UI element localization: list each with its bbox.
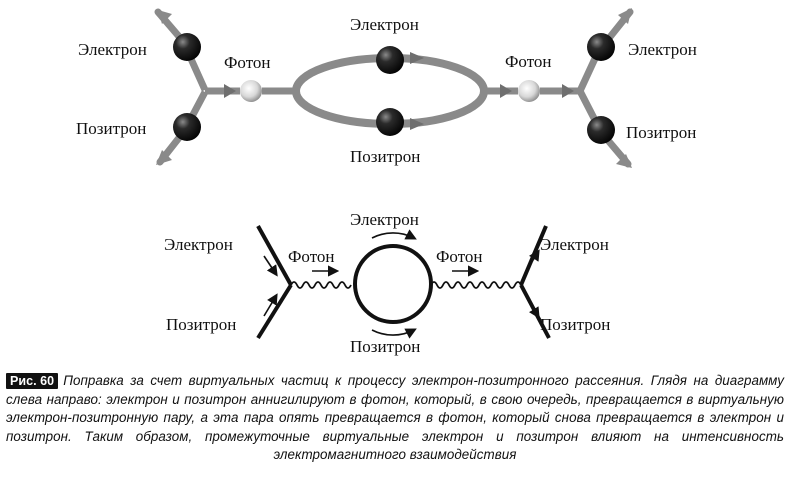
virtual-pair-circle (353, 244, 433, 324)
figure-label-badge: Рис. 60 (6, 373, 59, 389)
diagram-canvas: Электрон Позитрон Фотон Электрон Позитро… (76, 8, 697, 356)
feynman-label-positron-left: Позитрон (166, 315, 236, 334)
arrow-electron-out (527, 249, 540, 269)
caption-text: Поправка за счет виртуальных частиц к пр… (6, 373, 784, 463)
feynman-label-electron-right: Электрон (540, 235, 609, 254)
fermion-electron-in (256, 225, 293, 286)
positron-ball-right (587, 116, 615, 144)
arrow-loop-bottom (410, 118, 424, 130)
label-electron-right: Электрон (628, 40, 697, 59)
feynman-label-photon-left: Фотон (288, 247, 335, 266)
fermion-positron-in (256, 283, 293, 340)
label-electron-middle: Электрон (350, 15, 419, 34)
photon-wave-left (290, 281, 352, 289)
photon-ball-left (240, 80, 262, 102)
label-photon-left: Фотон (224, 53, 271, 72)
feynman-label-electron-loop: Электрон (350, 210, 419, 229)
arrow-loop-top (410, 52, 424, 64)
feynman-label-positron-loop: Позитрон (350, 337, 420, 356)
arrow-electron-in (158, 10, 172, 24)
top-diagram: Электрон Позитрон Фотон Электрон Позитро… (76, 8, 697, 168)
arrow-positron-out (616, 154, 632, 168)
arrow-photon-left-in (224, 84, 236, 98)
electron-ball-right (587, 33, 615, 61)
arrow-photon-right-out (562, 84, 574, 98)
label-electron-left: Электрон (78, 40, 147, 59)
electron-ball-middle (376, 46, 404, 74)
photon-wave-right (430, 281, 522, 289)
feynman-label-photon-right: Фотон (436, 247, 483, 266)
arrow-positron-in (156, 150, 172, 165)
feynman-label-positron-right: Позитрон (540, 315, 610, 334)
label-positron-right: Позитрон (626, 123, 696, 142)
arrow-electron-in (263, 255, 278, 277)
photon-ball-right (518, 80, 540, 102)
positron-ball-middle (376, 108, 404, 136)
arrow-positron-in (263, 293, 278, 317)
arrow-electron-out (618, 8, 632, 24)
label-photon-right: Фотон (505, 52, 552, 71)
electron-ball-left (173, 33, 201, 61)
arrow-positron-out (527, 299, 540, 319)
positron-ball-left (173, 113, 201, 141)
feynman-label-electron-left: Электрон (164, 235, 233, 254)
arrow-photon-right-in (500, 84, 512, 98)
arrow-loop-positron (371, 328, 417, 339)
feynman-diagram: Электрон Позитрон Фотон Электрон Позитро… (164, 210, 610, 356)
arrow-loop-electron (371, 229, 417, 240)
label-positron-left: Позитрон (76, 119, 146, 138)
label-positron-middle: Позитрон (350, 147, 420, 166)
